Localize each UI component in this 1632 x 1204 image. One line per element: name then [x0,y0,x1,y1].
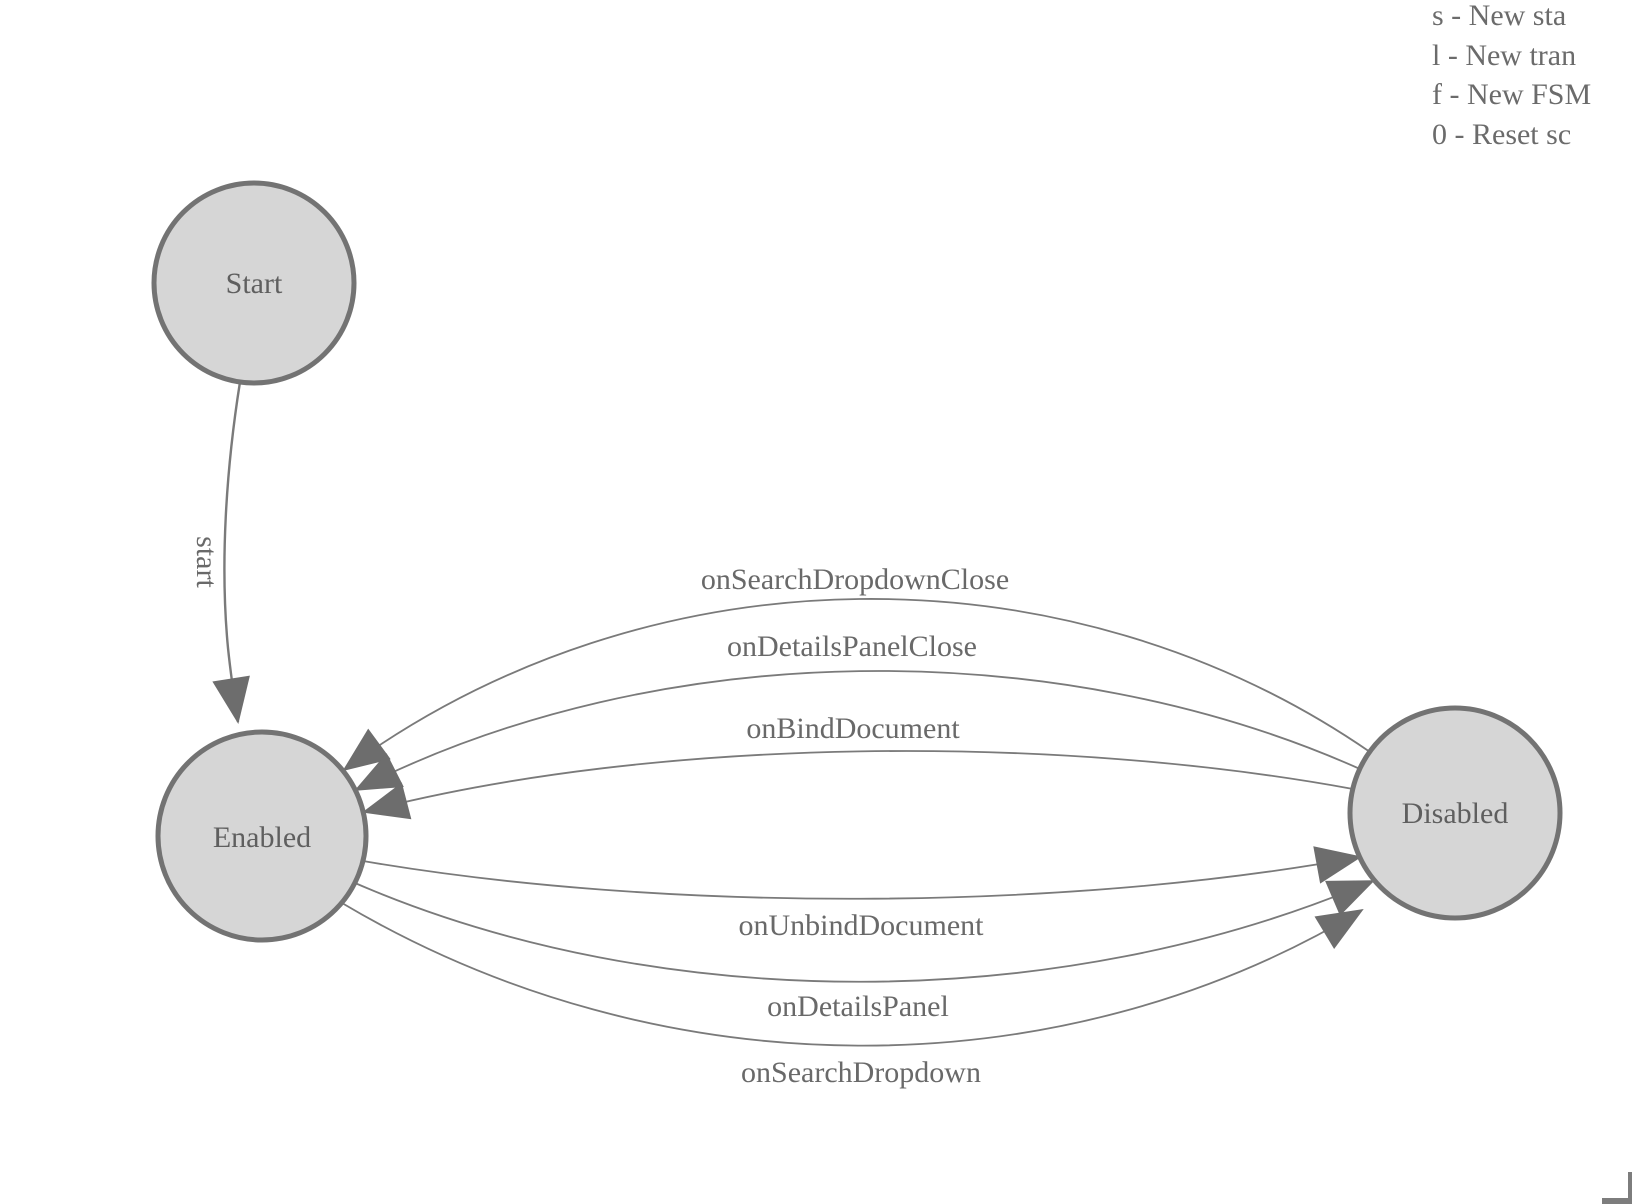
transition-edge-onunbinddocument[interactable] [362,846,1362,900]
canvas-corner-marker-horizontal [1602,1198,1632,1204]
state-label-start: Start [226,267,283,300]
transition-edge-onbinddocument[interactable] [362,750,1354,820]
state-node-disabled[interactable]: Disabled [1347,705,1563,921]
state-label-enabled: Enabled [213,821,311,854]
legend-item-new-state: s - New sta [1432,0,1567,32]
transition-edge-ondetailspanelclose[interactable] [354,670,1361,791]
edge-label-start: start [190,536,223,588]
edge-label-onbinddocument: onBindDocument [746,712,960,745]
transition-edge-onsearchdropdownclose[interactable] [342,598,1371,772]
legend-item-new-transition: l - New tran [1432,38,1577,72]
edge-label-onsearchdropdownclose: onSearchDropdownClose [701,563,1009,596]
canvas-corner-marker-vertical [1628,1172,1632,1204]
edge-label-onsearchdropdown: onSearchDropdown [741,1056,981,1089]
state-node-start[interactable]: Start [151,180,357,386]
state-label-disabled: Disabled [1402,797,1509,830]
transition-edge-ondetailspanel[interactable] [354,880,1375,983]
edge-label-ondetailspanel: onDetailsPanel [767,990,949,1023]
shortcut-legend: s - New sta l - New tran f - New FSM 0 -… [1432,0,1591,154]
legend-item-reset-scale: 0 - Reset sc [1432,117,1572,151]
state-node-enabled[interactable]: Enabled [155,729,369,943]
edge-label-ondetailspanelclose: onDetailsPanelClose [727,630,977,663]
legend-item-new-fsm: f - New FSM [1432,78,1592,111]
transition-edge-start[interactable] [212,381,250,724]
edge-label-onunbinddocument: onUnbindDocument [739,909,985,942]
transition-edge-onsearchdropdown[interactable] [341,902,1364,1047]
